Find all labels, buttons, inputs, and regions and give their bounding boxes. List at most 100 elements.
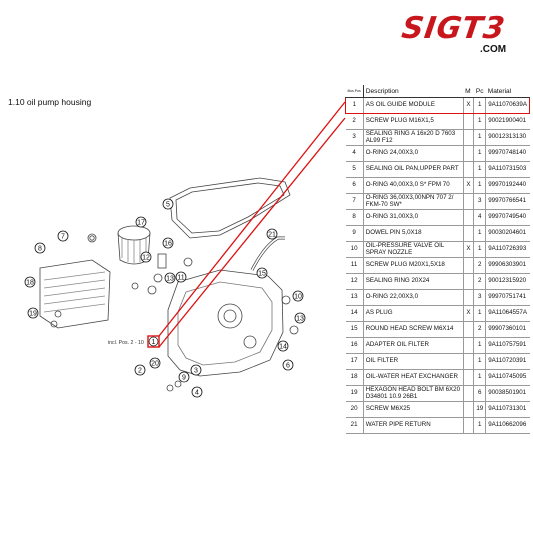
row-description: O-RING 24,00X3,0 <box>363 145 464 162</box>
callout-15[interactable]: 15 <box>256 267 268 279</box>
row-description: OIL-PRESSURE VALVE OIL SPRAY NOZZLE <box>363 241 464 258</box>
callout-16[interactable]: 16 <box>162 237 174 249</box>
row-pos: 17 <box>345 353 364 370</box>
row-material: 99970751741 <box>485 289 530 306</box>
row-description: ADAPTER OIL FILTER <box>363 337 464 354</box>
row-description: HEXAGON HEAD BOLT BM 6X20 D34801 10.9 26… <box>363 385 464 402</box>
callout-7[interactable]: 7 <box>57 230 69 242</box>
row-pos: 4 <box>345 145 364 162</box>
callout-6[interactable]: 6 <box>282 359 294 371</box>
row-material: 9A110731503 <box>485 161 530 178</box>
row-description: AS PLUG <box>363 305 464 322</box>
callout-21[interactable]: 21 <box>266 228 278 240</box>
callout-1-highlighted[interactable]: 1 <box>147 335 160 348</box>
row-description: WATER PIPE RETURN <box>363 417 464 434</box>
row-pos: 19 <box>345 385 364 402</box>
row-m-flag <box>462 225 474 242</box>
row-pos: 14 <box>345 305 364 322</box>
row-material: 9A110731301 <box>485 401 530 418</box>
col-header-material: Material <box>485 85 530 98</box>
row-pos: 11 <box>345 257 364 274</box>
callout-3[interactable]: 3 <box>190 364 202 376</box>
row-m-flag <box>462 289 474 306</box>
callout-17[interactable]: 17 <box>135 216 147 228</box>
row-pos: 7 <box>345 193 364 210</box>
row-qty: 1 <box>473 97 487 114</box>
row-qty: 1 <box>473 129 487 146</box>
row-qty: 1 <box>473 337 487 354</box>
svg-text:12: 12 <box>142 255 150 262</box>
callout-13b[interactable]: 13 <box>294 312 306 324</box>
callout-13[interactable]: 13 <box>164 272 176 284</box>
callout-2[interactable]: 2 <box>134 364 146 376</box>
logo-wordmark: SIGT3 <box>399 11 508 46</box>
callout-19[interactable]: 19 <box>27 307 39 319</box>
row-description: OIL-WATER HEAT EXCHANGER <box>363 369 464 386</box>
row-qty: 3 <box>473 289 487 306</box>
svg-text:14: 14 <box>279 344 287 351</box>
svg-text:1: 1 <box>152 339 156 346</box>
brand-logo[interactable]: SIGT3 .COM <box>392 8 522 56</box>
row-qty: 4 <box>473 209 487 226</box>
row-material: 9A11070639A <box>485 97 530 114</box>
callout-12[interactable]: 12 <box>140 251 152 263</box>
svg-text:2: 2 <box>138 368 142 375</box>
row-material: 99970766541 <box>485 193 530 210</box>
svg-text:18: 18 <box>26 280 34 287</box>
callout-4[interactable]: 4 <box>191 386 203 398</box>
row-pos: 18 <box>345 369 364 386</box>
row-pos: 16 <box>345 337 364 354</box>
callout-10[interactable]: 10 <box>292 290 304 302</box>
svg-text:13: 13 <box>166 276 174 283</box>
callout-14[interactable]: 14 <box>277 340 289 352</box>
row-material: 90012315920 <box>485 273 530 290</box>
row-description: SCREW M6X25 <box>363 401 464 418</box>
row-pos: 21 <box>345 417 364 434</box>
row-description: SEALING RING A 16x20 D 7603 AL99 F12 <box>363 129 464 146</box>
row-m-flag <box>462 273 474 290</box>
svg-text:21: 21 <box>268 232 276 239</box>
callout-9[interactable]: 9 <box>178 371 190 383</box>
svg-text:7: 7 <box>61 234 65 241</box>
row-description: O-RING 36,00X3,00NPN 707 2/ FKM-70 SW* <box>363 193 464 210</box>
callout-18[interactable]: 18 <box>24 276 36 288</box>
row-description: OIL FILTER <box>363 353 464 370</box>
row-material: 99906303901 <box>485 257 530 274</box>
row-m-flag: X <box>462 177 474 194</box>
row-material: 99907360101 <box>485 321 530 338</box>
callout-8[interactable]: 8 <box>34 242 46 254</box>
row-pos: 3 <box>345 129 364 146</box>
row-qty: 2 <box>473 321 487 338</box>
svg-text:15: 15 <box>258 271 266 278</box>
callout-11[interactable]: 11 <box>175 271 187 283</box>
row-material: 9A110662096 <box>485 417 530 434</box>
row-qty: 1 <box>473 177 487 194</box>
row-pos: 12 <box>345 273 364 290</box>
row-description: SEALING OIL PAN,UPPER PART <box>363 161 464 178</box>
svg-text:10: 10 <box>294 294 302 301</box>
callout-5[interactable]: 5 <box>162 198 174 210</box>
row-m-flag <box>462 129 474 146</box>
callout-20[interactable]: 20 <box>149 357 161 369</box>
